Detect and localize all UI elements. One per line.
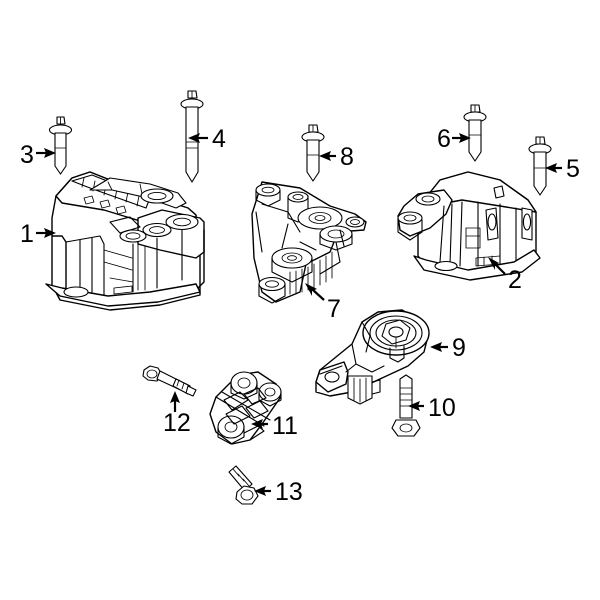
part-right-engine-mount bbox=[397, 171, 541, 281]
callout-leader-8 bbox=[319, 151, 336, 161]
callout-leader-5 bbox=[545, 163, 562, 173]
callout-label-8: 8 bbox=[340, 143, 354, 171]
callout-label-10: 10 bbox=[428, 394, 456, 422]
part-bolt-10 bbox=[391, 374, 421, 437]
part-bolt-5 bbox=[528, 136, 552, 196]
part-left-engine-mount bbox=[45, 171, 205, 311]
callout-label-12: 12 bbox=[163, 409, 191, 437]
callout-leader-2 bbox=[488, 257, 506, 275]
callout-label-13: 13 bbox=[275, 478, 303, 506]
callout-label-9: 9 bbox=[452, 334, 466, 362]
callout-leader-10 bbox=[408, 401, 424, 411]
callout-label-1: 1 bbox=[20, 220, 34, 248]
callout-label-5: 5 bbox=[566, 155, 580, 183]
part-transmission-mount-bracket bbox=[209, 371, 282, 445]
callout-label-2: 2 bbox=[508, 266, 522, 294]
part-bolt-12 bbox=[142, 365, 197, 397]
part-bolt-4 bbox=[180, 90, 204, 183]
callout-label-3: 3 bbox=[20, 141, 34, 169]
callout-leader-9 bbox=[430, 342, 448, 352]
callout-leader-12 bbox=[170, 391, 180, 412]
callout-leader-13 bbox=[254, 486, 271, 496]
part-bolt-6 bbox=[463, 104, 487, 162]
callout-leader-11 bbox=[251, 419, 268, 429]
callout-leader-1 bbox=[36, 228, 56, 238]
callout-label-4: 4 bbox=[212, 125, 226, 153]
part-bolt-8 bbox=[301, 124, 325, 182]
part-bolt-13 bbox=[228, 465, 259, 505]
callout-label-6: 6 bbox=[437, 125, 451, 153]
part-torque-strut-rod bbox=[315, 309, 430, 405]
callout-leader-3 bbox=[36, 148, 56, 158]
callout-leader-4 bbox=[188, 133, 208, 143]
part-engine-mount-bracket bbox=[251, 181, 367, 304]
callout-leader-6 bbox=[452, 133, 471, 143]
part-bolt-3 bbox=[48, 116, 73, 175]
callout-label-11: 11 bbox=[272, 412, 298, 440]
callout-label-7: 7 bbox=[327, 295, 341, 323]
callout-leader-7 bbox=[305, 283, 325, 301]
